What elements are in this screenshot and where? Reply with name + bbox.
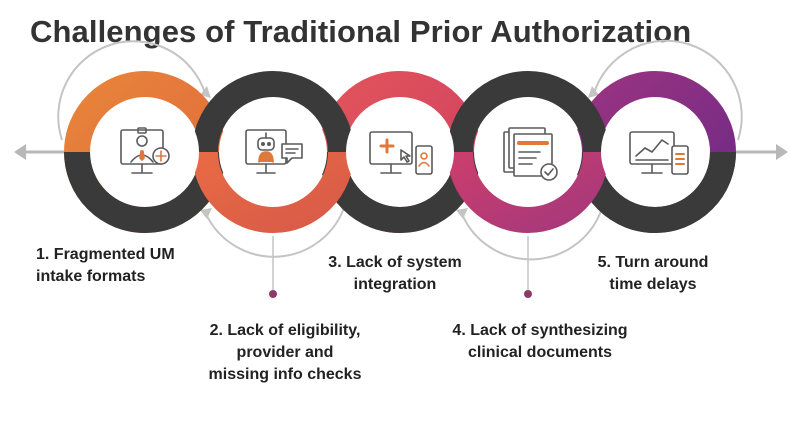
step-4-label: 4. Lack of synthesizing clinical documen… (435, 320, 645, 364)
step-3-line-2: integration (353, 276, 437, 293)
step-5-line-1: 5. Turn around (597, 254, 709, 271)
desktop-mobile-medical-icon (369, 131, 433, 175)
step-1-line-1: 1. Fragmented UM (36, 246, 175, 263)
connector-4 (524, 236, 532, 298)
ring-4 (447, 71, 609, 233)
analytics-monitor-mobile-icon (629, 131, 689, 175)
step-3-label: 3. Lack of system integration (300, 252, 490, 296)
step-1-line-2: intake formats (36, 268, 146, 285)
document-check-icon (503, 127, 558, 181)
page-title: Challenges of Traditional Prior Authoriz… (30, 14, 692, 49)
step-2-label: 2. Lack of eligibility, provider and mis… (175, 320, 395, 386)
step-1-label: 1. Fragmented UM intake formats (36, 244, 206, 288)
step-2-line-1: 2. Lack of eligibility, (209, 322, 361, 339)
step-5-label: 5. Turn around time delays (568, 252, 738, 296)
right-arrow (736, 144, 788, 160)
flow-arcs (57, 39, 743, 261)
step-5-line-2: time delays (609, 276, 697, 293)
step-4-line-2: clinical documents (467, 344, 613, 361)
ring-2 (192, 71, 354, 233)
chatbot-robot-icon (245, 129, 303, 174)
doctor-monitor-add-icon (120, 127, 170, 174)
connector-2 (269, 236, 277, 298)
step-4-line-1: 4. Lack of synthesizing (452, 322, 628, 339)
step-3-line-1: 3. Lack of system (328, 254, 462, 271)
step-2-line-2: provider and (236, 344, 334, 361)
left-arrow (14, 144, 64, 160)
step-2-line-3: missing info checks (208, 366, 362, 383)
